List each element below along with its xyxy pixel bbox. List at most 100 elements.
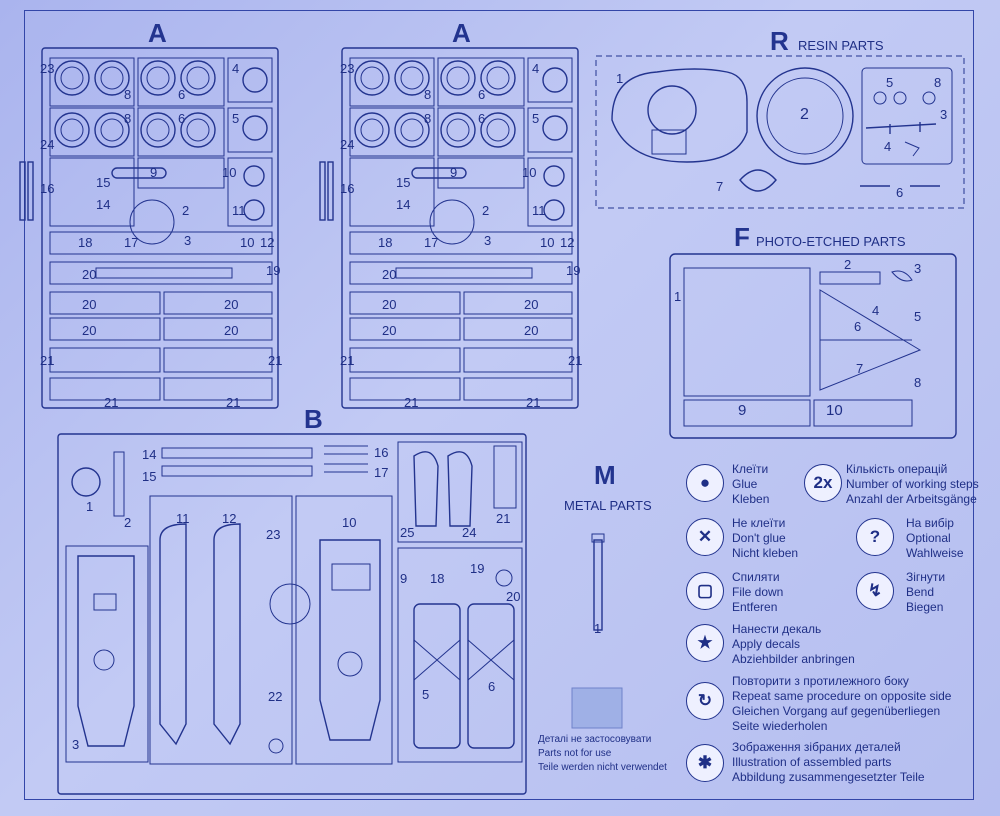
sprue-a-part [437, 157, 525, 189]
decal-icon: ★ [686, 624, 724, 662]
sprue-a-part [49, 261, 273, 285]
sprue-a-right [319, 47, 579, 409]
sprue-a-part-label: 14 [396, 197, 411, 212]
sprue-a-part [354, 60, 390, 96]
not-used-de: Teile werden nicht verwendet [538, 762, 667, 773]
sprue-a-part-label: 8 [124, 111, 132, 126]
sprue-a-part-label: 12 [260, 235, 275, 250]
pe-part-label: 10 [826, 402, 843, 419]
sprue-a-part [437, 107, 525, 157]
sprue-a-part-label: 5 [532, 111, 540, 126]
sprue-a-part-label: 21 [104, 395, 119, 410]
resin-part-label: 7 [716, 179, 724, 194]
sprue-a-part [463, 377, 573, 401]
sprue-a-part [95, 267, 233, 279]
sprue-a-part [319, 161, 326, 221]
sprue-a-part-label: 8 [424, 111, 432, 126]
b-part-label: 18 [430, 571, 445, 586]
sprue-a-part [349, 317, 461, 341]
sprue-a-part-label: 24 [40, 137, 55, 152]
sprue-a-part [480, 112, 516, 148]
b-part-label: 15 [142, 469, 157, 484]
sprue-a-part [49, 317, 161, 341]
pe-part-label: 4 [872, 303, 880, 318]
sprue-a-part [140, 60, 176, 96]
sprue-a-part-label: 8 [424, 87, 432, 102]
b-part-label: 17 [374, 465, 389, 480]
photo-etched-box [669, 253, 957, 439]
sprue-a-part-label: 17 [124, 235, 139, 250]
sprue-a-part [94, 60, 130, 96]
repeat-en: Repeat same procedure on opposite side [732, 689, 952, 703]
b-part-label: 3 [72, 737, 80, 752]
sprue-a-part [480, 60, 516, 96]
decal-ua: Нанести декаль [732, 622, 822, 636]
repeat-ua: Повторити з протилежного боку [732, 674, 909, 688]
sprue-a-part-label: 6 [178, 111, 186, 126]
sprue-a-part [446, 118, 470, 142]
sprue-a-part [400, 118, 424, 142]
metal-title: METAL PARTS [564, 498, 652, 513]
sprue-a-part [349, 157, 435, 227]
pe-part-label: 6 [854, 319, 862, 334]
b-part-label: 20 [506, 589, 521, 604]
photo-etched-title: PHOTO-ETCHED PARTS [756, 234, 906, 249]
sprue-a-part [49, 107, 135, 157]
sprue-a-part [129, 199, 175, 245]
sprue-a-part-label: 10 [540, 235, 555, 250]
pe-part-label: 8 [914, 375, 922, 390]
metal-part-label: 1 [594, 621, 602, 636]
not-used-en: Parts not for use [538, 748, 612, 759]
sprue-a-part-label: 20 [224, 297, 239, 312]
b-part-label: 14 [142, 447, 157, 462]
sprue-a-part [146, 66, 170, 90]
sprue-a-part [49, 231, 273, 255]
sprue-a-part [360, 118, 384, 142]
sprue-a-part-label: 21 [526, 395, 541, 410]
optional-de: Wahlweise [906, 546, 964, 560]
sprue-a-part-label: 20 [524, 297, 539, 312]
sprue-a-part-label: 21 [226, 395, 241, 410]
sprue-a-part-label: 12 [560, 235, 575, 250]
sprue-a-part [186, 118, 210, 142]
sprue-a-part-label: 6 [478, 111, 486, 126]
sprue-a-part-label: 16 [40, 181, 55, 196]
b-part-label: 10 [342, 515, 357, 530]
sprue-b [57, 433, 527, 795]
file-down-de: Entferen [732, 600, 778, 614]
pe-part-label: 2 [844, 257, 852, 272]
resin-part-label: 5 [886, 75, 894, 90]
sprue-a-part [463, 347, 573, 373]
sprue-a-part-label: 14 [96, 197, 111, 212]
sprue-a-part [411, 167, 467, 179]
sprue-a-part [394, 60, 430, 96]
assembled-de: Abbildung zusammengesetzter Teile [732, 770, 925, 784]
file-down-en: File down [732, 585, 784, 599]
glue-de: Kleben [732, 492, 770, 506]
resin-letter: R [770, 26, 790, 56]
sprue-a-part-label: 21 [340, 353, 355, 368]
optional-en: Optional [906, 531, 951, 545]
sprue-a-part-label: 10 [222, 165, 237, 180]
sprue-a-part [349, 57, 435, 107]
sprue-a-part [227, 107, 273, 153]
sprue-a-part [227, 57, 273, 103]
no-glue-icon: ✕ [686, 518, 724, 556]
sprue-a-part [349, 377, 461, 401]
decal-en: Apply decals [732, 637, 801, 651]
sprue-a-part-label: 18 [78, 235, 93, 250]
sprue-a-part-label: 23 [340, 61, 355, 76]
sprue-a-part [543, 165, 565, 187]
sprue-a-part-label: 2 [482, 203, 490, 218]
pe-part-label: 5 [914, 309, 922, 324]
sprue-a-part [542, 67, 568, 93]
sprue-a-part-label: 9 [150, 165, 158, 180]
sprue-a-part-label: 21 [568, 353, 583, 368]
sprue-a-part-label: 19 [566, 263, 581, 278]
sprue-a-part [242, 115, 268, 141]
page-frame [24, 10, 974, 800]
sprue-a-part-label: 6 [178, 87, 186, 102]
sprue-a-part [440, 112, 476, 148]
pe-part-label: 7 [856, 361, 864, 376]
resin-part-label: 3 [940, 107, 948, 122]
